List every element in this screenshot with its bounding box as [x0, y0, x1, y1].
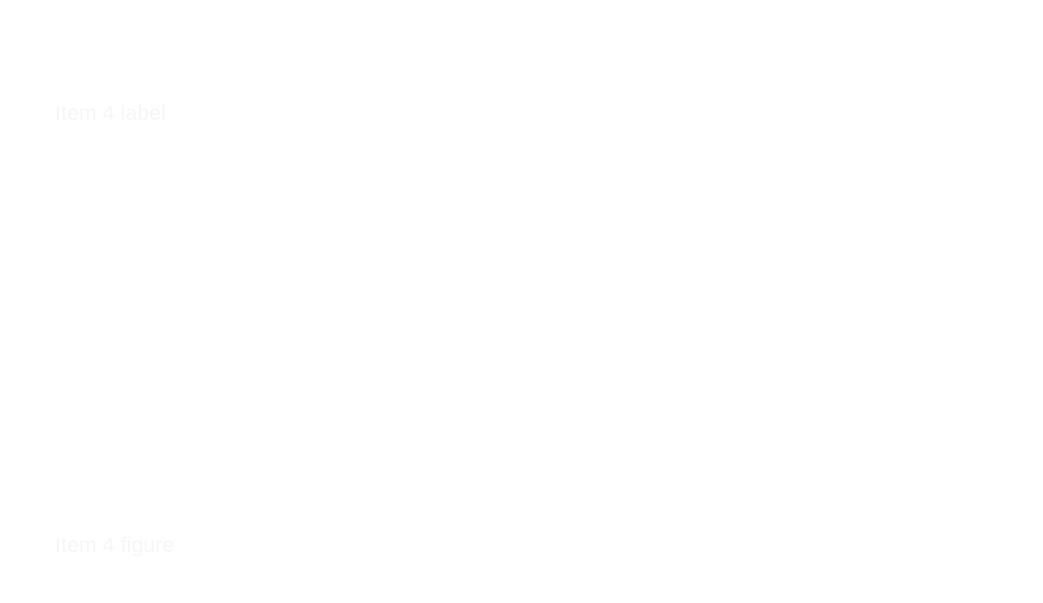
faint-label-bottom: Item 4 figure: [55, 534, 175, 557]
faint-label-top: Item 4 label: [55, 102, 166, 125]
